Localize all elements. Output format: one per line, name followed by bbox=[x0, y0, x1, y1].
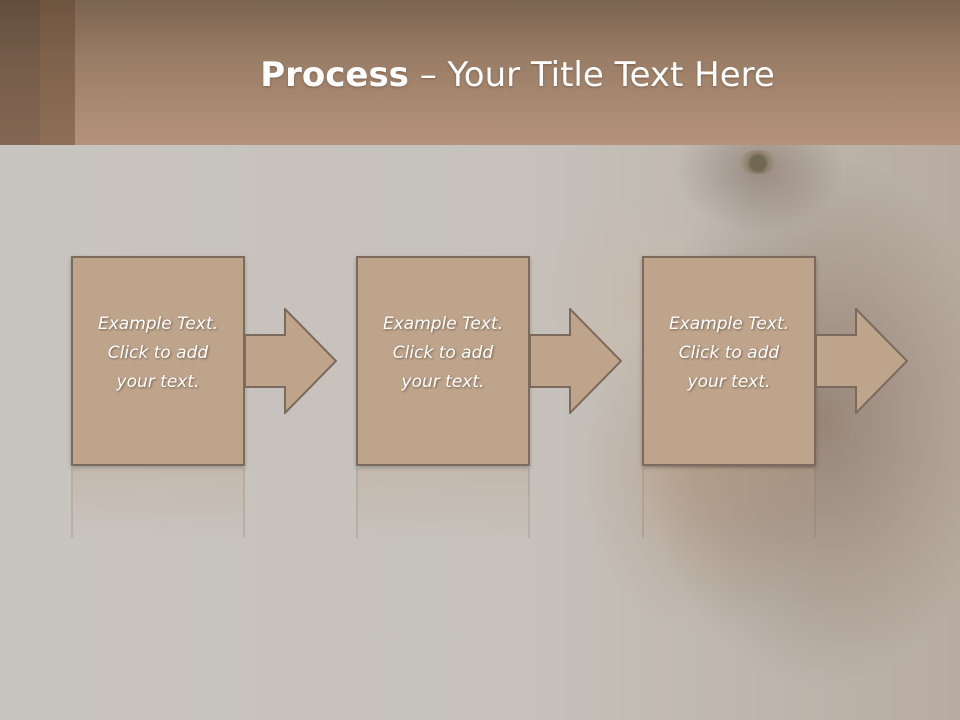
title-rest: – Your Title Text Here bbox=[408, 55, 775, 95]
background-eye bbox=[738, 150, 778, 174]
step-reflection bbox=[356, 468, 530, 538]
right-arrow-icon bbox=[245, 308, 337, 414]
right-arrow-icon bbox=[530, 308, 622, 414]
process-step-2[interactable]: Example Text. Click to add your text. bbox=[356, 256, 530, 466]
process-step-1[interactable]: Example Text. Click to add your text. bbox=[71, 256, 245, 466]
step-text[interactable]: Example Text. Click to add your text. bbox=[668, 314, 790, 392]
header-band bbox=[0, 0, 960, 145]
header-stripe bbox=[0, 0, 40, 145]
slide-title[interactable]: Process – Your Title Text Here bbox=[75, 50, 960, 100]
title-bold: Process bbox=[260, 55, 409, 95]
step-text[interactable]: Example Text. Click to add your text. bbox=[382, 314, 504, 392]
right-arrow-icon bbox=[816, 308, 908, 414]
step-reflection bbox=[642, 468, 816, 538]
header-stripe bbox=[40, 0, 75, 145]
process-step-3[interactable]: Example Text. Click to add your text. bbox=[642, 256, 816, 466]
step-text[interactable]: Example Text. Click to add your text. bbox=[97, 314, 219, 392]
step-reflection bbox=[71, 468, 245, 538]
